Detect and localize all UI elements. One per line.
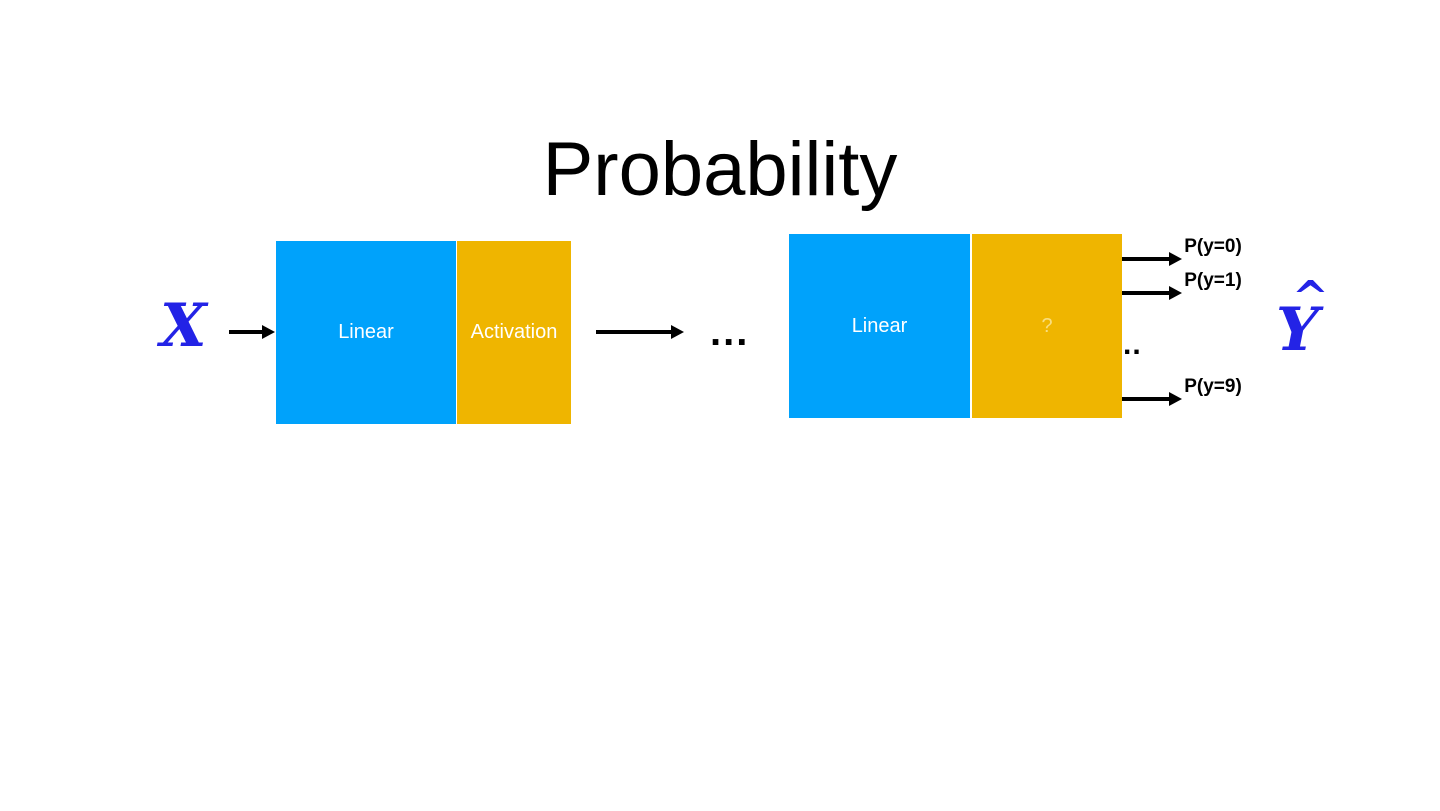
block-activation-1[interactable]: Activation: [457, 241, 571, 424]
arrow-head: [1169, 392, 1182, 406]
arrow-shaft: [1122, 397, 1170, 401]
page-title: Probability: [542, 127, 898, 212]
input-arrow-icon: [229, 325, 275, 339]
arrow-shaft: [1122, 257, 1170, 261]
output-label-p-y-1: P(y=1): [1184, 270, 1242, 291]
arrow-shaft: [596, 330, 672, 334]
block-activation-2-label: ?: [1041, 314, 1053, 337]
hat-accent-icon: ^: [1292, 272, 1329, 323]
middle-ellipsis: ...: [710, 310, 750, 354]
outputs-ellipsis: ..: [1123, 328, 1142, 361]
block-linear-2[interactable]: Linear: [789, 234, 970, 418]
middle-arrow-icon: [596, 325, 684, 339]
output-symbol-y-hat: ^ Y: [1276, 276, 1329, 361]
block-linear-1[interactable]: Linear: [276, 241, 456, 424]
output-arrow-0-icon: [1122, 252, 1182, 266]
arrow-head: [1169, 252, 1182, 266]
block-activation-2[interactable]: ?: [972, 234, 1122, 418]
output-label-p-y-0: P(y=0): [1184, 236, 1242, 257]
arrow-shaft: [1122, 291, 1170, 295]
arrow-shaft: [229, 330, 263, 334]
block-linear-2-label: Linear: [851, 314, 908, 337]
block-linear-1-label: Linear: [338, 321, 394, 343]
arrow-head: [262, 325, 275, 339]
arrow-head: [671, 325, 684, 339]
block-activation-1-label: Activation: [470, 321, 558, 343]
output-arrow-9-icon: [1122, 392, 1182, 406]
input-symbol-x: X: [160, 291, 207, 361]
output-label-p-y-9: P(y=9): [1184, 376, 1242, 397]
arrow-head: [1169, 286, 1182, 300]
output-symbol-y-letter: Y: [1276, 295, 1319, 365]
output-arrow-1-icon: [1122, 286, 1182, 300]
